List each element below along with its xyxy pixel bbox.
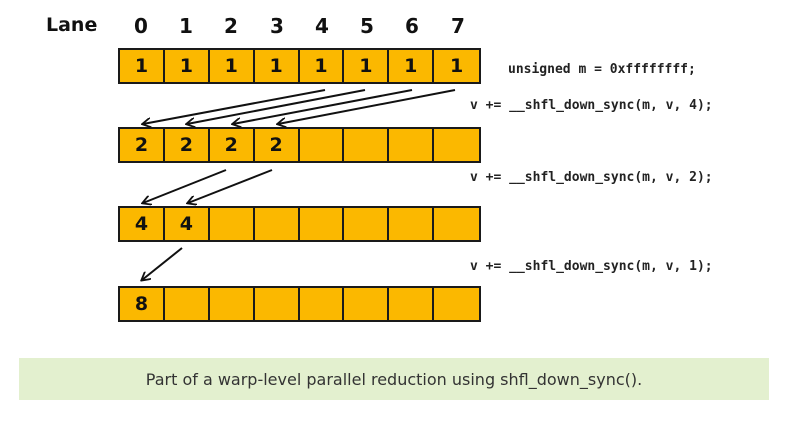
- lane-cell: [434, 129, 479, 161]
- lane-row-step-1: 2 2 2 2: [118, 127, 481, 163]
- lane-cell: [434, 288, 479, 320]
- lane-cell: 1: [344, 50, 390, 82]
- warp-reduction-diagram: Lane 0 1 2 3 4 5 6 7 1 1 1 1 1 1 1 1 2 2…: [0, 14, 713, 340]
- lane-number: 2: [224, 14, 238, 38]
- shuffle-arrow: [187, 89, 366, 124]
- figure-caption: Part of a warp-level parallel reduction …: [145, 369, 643, 389]
- lane-row-step-3: 8: [118, 286, 481, 322]
- lane-cell: 2: [209, 129, 255, 161]
- lane-cell: [389, 288, 435, 320]
- lane-row-step-2: 4 4: [118, 206, 481, 242]
- lane-cell: 1: [299, 50, 345, 82]
- lane-cell: 1: [164, 50, 210, 82]
- lane-cell: [389, 129, 435, 161]
- lane-cell: [344, 129, 390, 161]
- shuffle-arrow: [278, 89, 456, 124]
- lane-number: 5: [360, 14, 374, 38]
- lane-number: 1: [179, 14, 193, 38]
- shuffle-step-code: v += __shfl_down_sync(m, v, 2);: [470, 170, 713, 185]
- lane-cell: [434, 208, 479, 240]
- lane-cell: 4: [120, 208, 165, 240]
- lane-cell: 2: [254, 129, 300, 161]
- shuffle-arrow: [143, 89, 326, 124]
- lane-row-step-0: 1 1 1 1 1 1 1 1: [118, 48, 481, 84]
- lane-number: 6: [405, 14, 419, 38]
- figure-caption-box: Part of a warp-level parallel reduction …: [19, 358, 769, 400]
- lane-cell: 4: [164, 208, 210, 240]
- shuffle-arrow: [233, 89, 413, 124]
- lane-cell: [209, 288, 255, 320]
- mask-declaration-code: unsigned m = 0xffffffff;: [508, 62, 696, 77]
- lane-cell: [254, 288, 300, 320]
- shuffle-step-code: v += __shfl_down_sync(m, v, 1);: [470, 259, 713, 274]
- lane-cell: [299, 208, 345, 240]
- lane-cell: [299, 129, 345, 161]
- shuffle-arrow: [142, 247, 183, 280]
- shuffle-arrow: [143, 169, 227, 203]
- lane-number: 0: [134, 14, 148, 38]
- lane-number: 3: [270, 14, 284, 38]
- lane-cell: [389, 208, 435, 240]
- lane-number: 7: [451, 14, 465, 38]
- lane-cell: [344, 288, 390, 320]
- shuffle-arrows: [0, 89, 456, 340]
- lane-cell: 1: [389, 50, 435, 82]
- lane-cell: 8: [120, 288, 165, 320]
- lane-cell: [299, 288, 345, 320]
- lane-cell: [344, 208, 390, 240]
- lane-header-label: Lane: [46, 14, 98, 36]
- lane-cell: 1: [209, 50, 255, 82]
- shuffle-step-code: v += __shfl_down_sync(m, v, 4);: [470, 98, 713, 113]
- lane-cell: 1: [120, 50, 165, 82]
- lane-cell: [209, 208, 255, 240]
- lane-number: 4: [315, 14, 329, 38]
- lane-cell: 2: [164, 129, 210, 161]
- lane-cell: [164, 288, 210, 320]
- lane-cell: 1: [434, 50, 479, 82]
- lane-cell: 2: [120, 129, 165, 161]
- lane-cell: 1: [254, 50, 300, 82]
- shuffle-arrow: [188, 169, 273, 203]
- lane-cell: [254, 208, 300, 240]
